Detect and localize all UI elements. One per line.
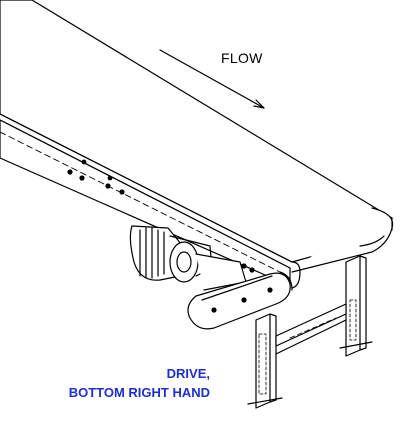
flow-arrow xyxy=(159,49,265,109)
caption-line-1: DRIVE, xyxy=(166,366,210,381)
support-stand-left xyxy=(247,313,283,409)
flow-label: FLOW xyxy=(221,50,263,66)
cross-member xyxy=(275,303,347,355)
caption-line-2: BOTTOM RIGHT HAND xyxy=(68,385,210,400)
drive-motor xyxy=(129,225,255,291)
end-pulley xyxy=(279,207,394,291)
support-stand-right xyxy=(339,255,373,357)
drive-guard xyxy=(187,272,291,330)
drive-caption: DRIVE, BOTTOM RIGHT HAND xyxy=(69,364,210,402)
